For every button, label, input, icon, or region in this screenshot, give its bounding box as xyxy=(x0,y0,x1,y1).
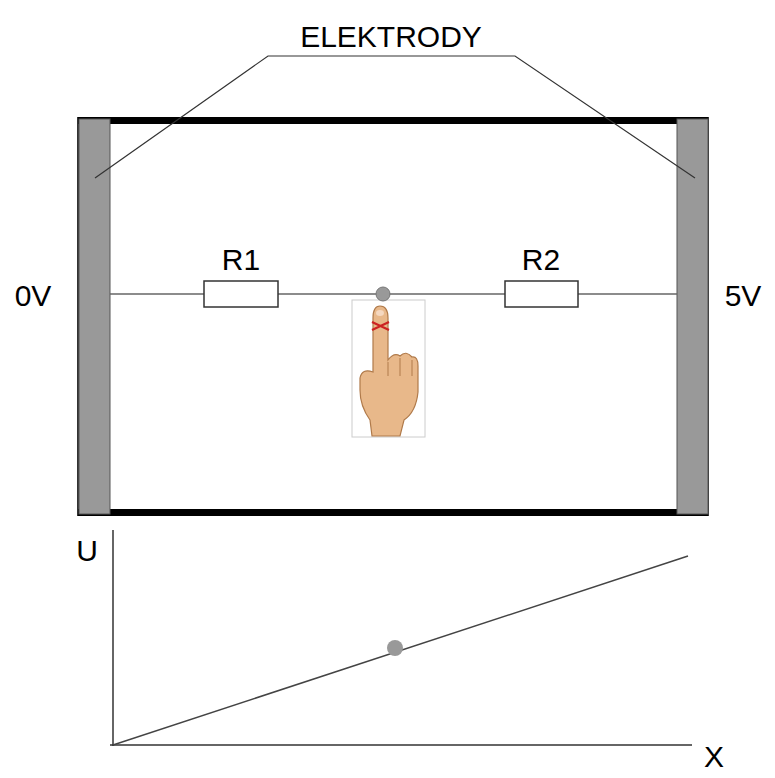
finger-picture xyxy=(352,300,425,437)
panel-bottom-edge xyxy=(78,509,708,516)
wire xyxy=(578,293,677,295)
panel-outline xyxy=(78,118,708,515)
electrode-label: ELEKTRODY xyxy=(300,22,482,52)
y-axis xyxy=(112,530,114,746)
voltage-label: 5V xyxy=(725,281,762,311)
resistor-symbol xyxy=(505,281,578,307)
right-electrode xyxy=(677,119,708,514)
resistor-label: R2 xyxy=(522,245,560,275)
x-axis xyxy=(110,744,692,746)
leader-line xyxy=(95,56,695,178)
touch-point xyxy=(376,287,390,301)
voltage-label: 0V xyxy=(15,281,52,311)
voltage-line xyxy=(113,556,688,745)
wire xyxy=(110,293,204,295)
resistor-label: R1 xyxy=(222,245,260,275)
resistor-symbol xyxy=(204,281,278,307)
left-electrode xyxy=(79,119,110,514)
graph-point xyxy=(387,640,403,656)
wire xyxy=(278,293,505,295)
axis-label: X xyxy=(704,742,724,772)
axis-label: U xyxy=(76,536,98,566)
